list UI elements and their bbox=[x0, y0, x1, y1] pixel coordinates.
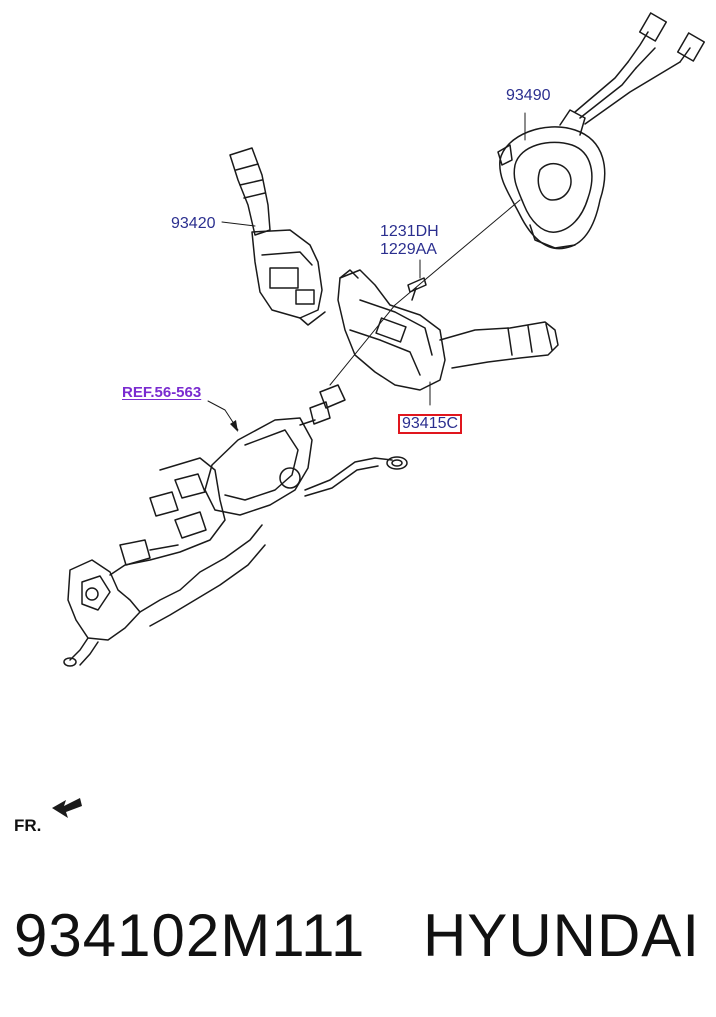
steering-column-assembly bbox=[63, 384, 408, 667]
multifunction-switch-93415C bbox=[337, 269, 559, 391]
label-93415C-highlighted[interactable]: 93415C bbox=[398, 414, 463, 434]
label-1231DH[interactable]: 1231DH bbox=[380, 223, 439, 240]
brand-name: HYUNDAI bbox=[422, 902, 700, 969]
reference-arrowhead bbox=[230, 420, 238, 432]
steering-column-exploded-diagram bbox=[52, 12, 706, 818]
label-93490[interactable]: 93490 bbox=[506, 87, 551, 104]
label-93420[interactable]: 93420 bbox=[171, 215, 216, 232]
bolt bbox=[407, 277, 427, 301]
front-direction-label: FR. bbox=[14, 816, 42, 835]
wiper-switch-93420 bbox=[229, 147, 326, 326]
part-number: 934102M111 bbox=[14, 902, 366, 969]
front-direction-arrow-icon bbox=[52, 798, 82, 818]
clock-spring-93490 bbox=[497, 12, 706, 250]
footer: 934102M111 HYUNDAI bbox=[0, 896, 716, 976]
label-1229AA[interactable]: 1229AA bbox=[380, 241, 437, 258]
leader-lines bbox=[207, 112, 526, 431]
label-ref-56-563[interactable]: REF.56-563 bbox=[122, 384, 202, 401]
